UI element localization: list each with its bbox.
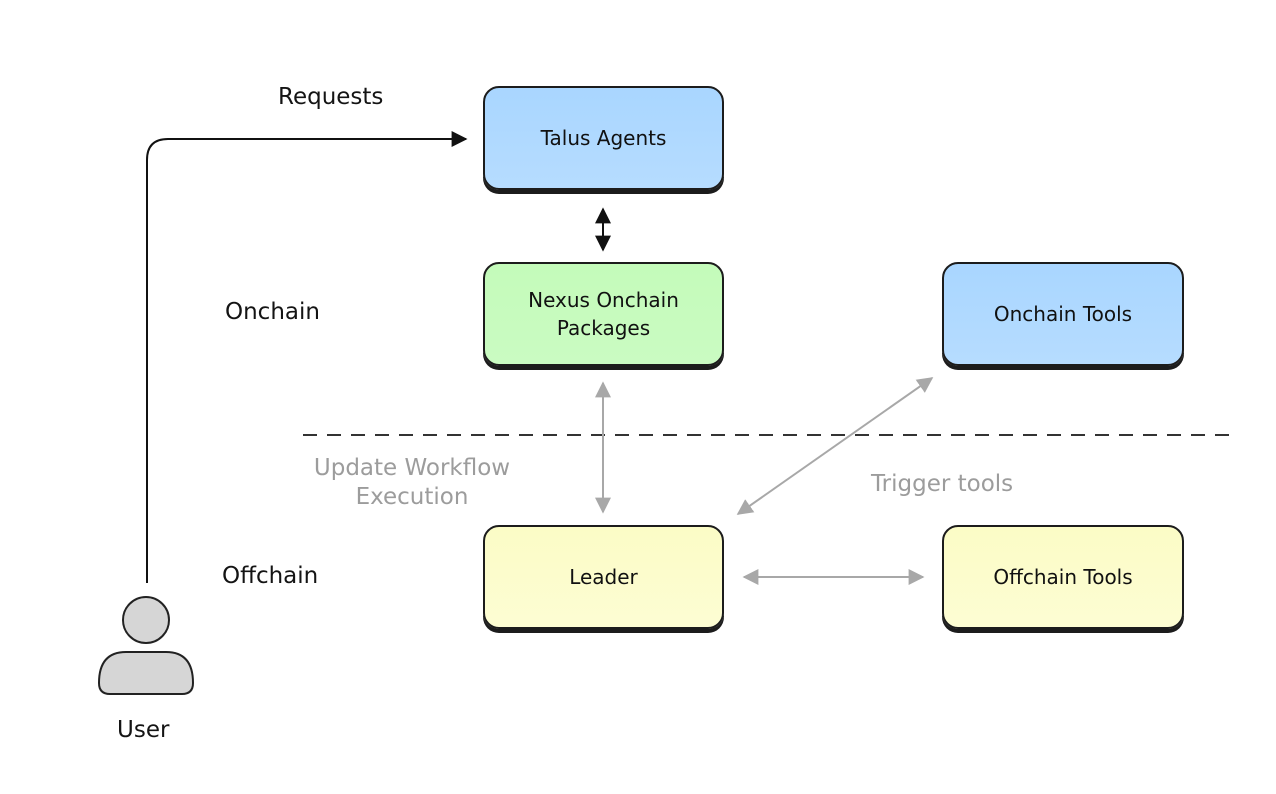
trigger-tools-label: Trigger tools (871, 471, 1014, 497)
offchain-tools-node: Offchain Tools (942, 525, 1184, 629)
offchain-tools-text: Offchain Tools (993, 565, 1133, 589)
nexus-onchain-packages-node: Nexus Onchain Packages (483, 262, 724, 366)
offchain-label: Offchain (222, 563, 319, 589)
leader-node: Leader (483, 525, 724, 629)
talus-agents-text: Talus Agents (540, 126, 667, 150)
user-label: User (117, 717, 170, 743)
nexus-onchain-packages-text: Nexus Onchain Packages (528, 288, 679, 340)
requests-label: Requests (278, 84, 384, 110)
leader-text: Leader (569, 565, 638, 589)
talus-agents-node: Talus Agents (483, 86, 724, 190)
onchain-label: Onchain (225, 299, 320, 325)
onchain-tools-node: Onchain Tools (942, 262, 1184, 366)
leader-onchain-tools-arrow (736, 377, 934, 515)
user-icon (97, 596, 195, 695)
onchain-tools-text: Onchain Tools (993, 302, 1133, 326)
requests-arrow (146, 131, 468, 583)
update-workflow-label: Update Workflow Execution (313, 455, 511, 510)
